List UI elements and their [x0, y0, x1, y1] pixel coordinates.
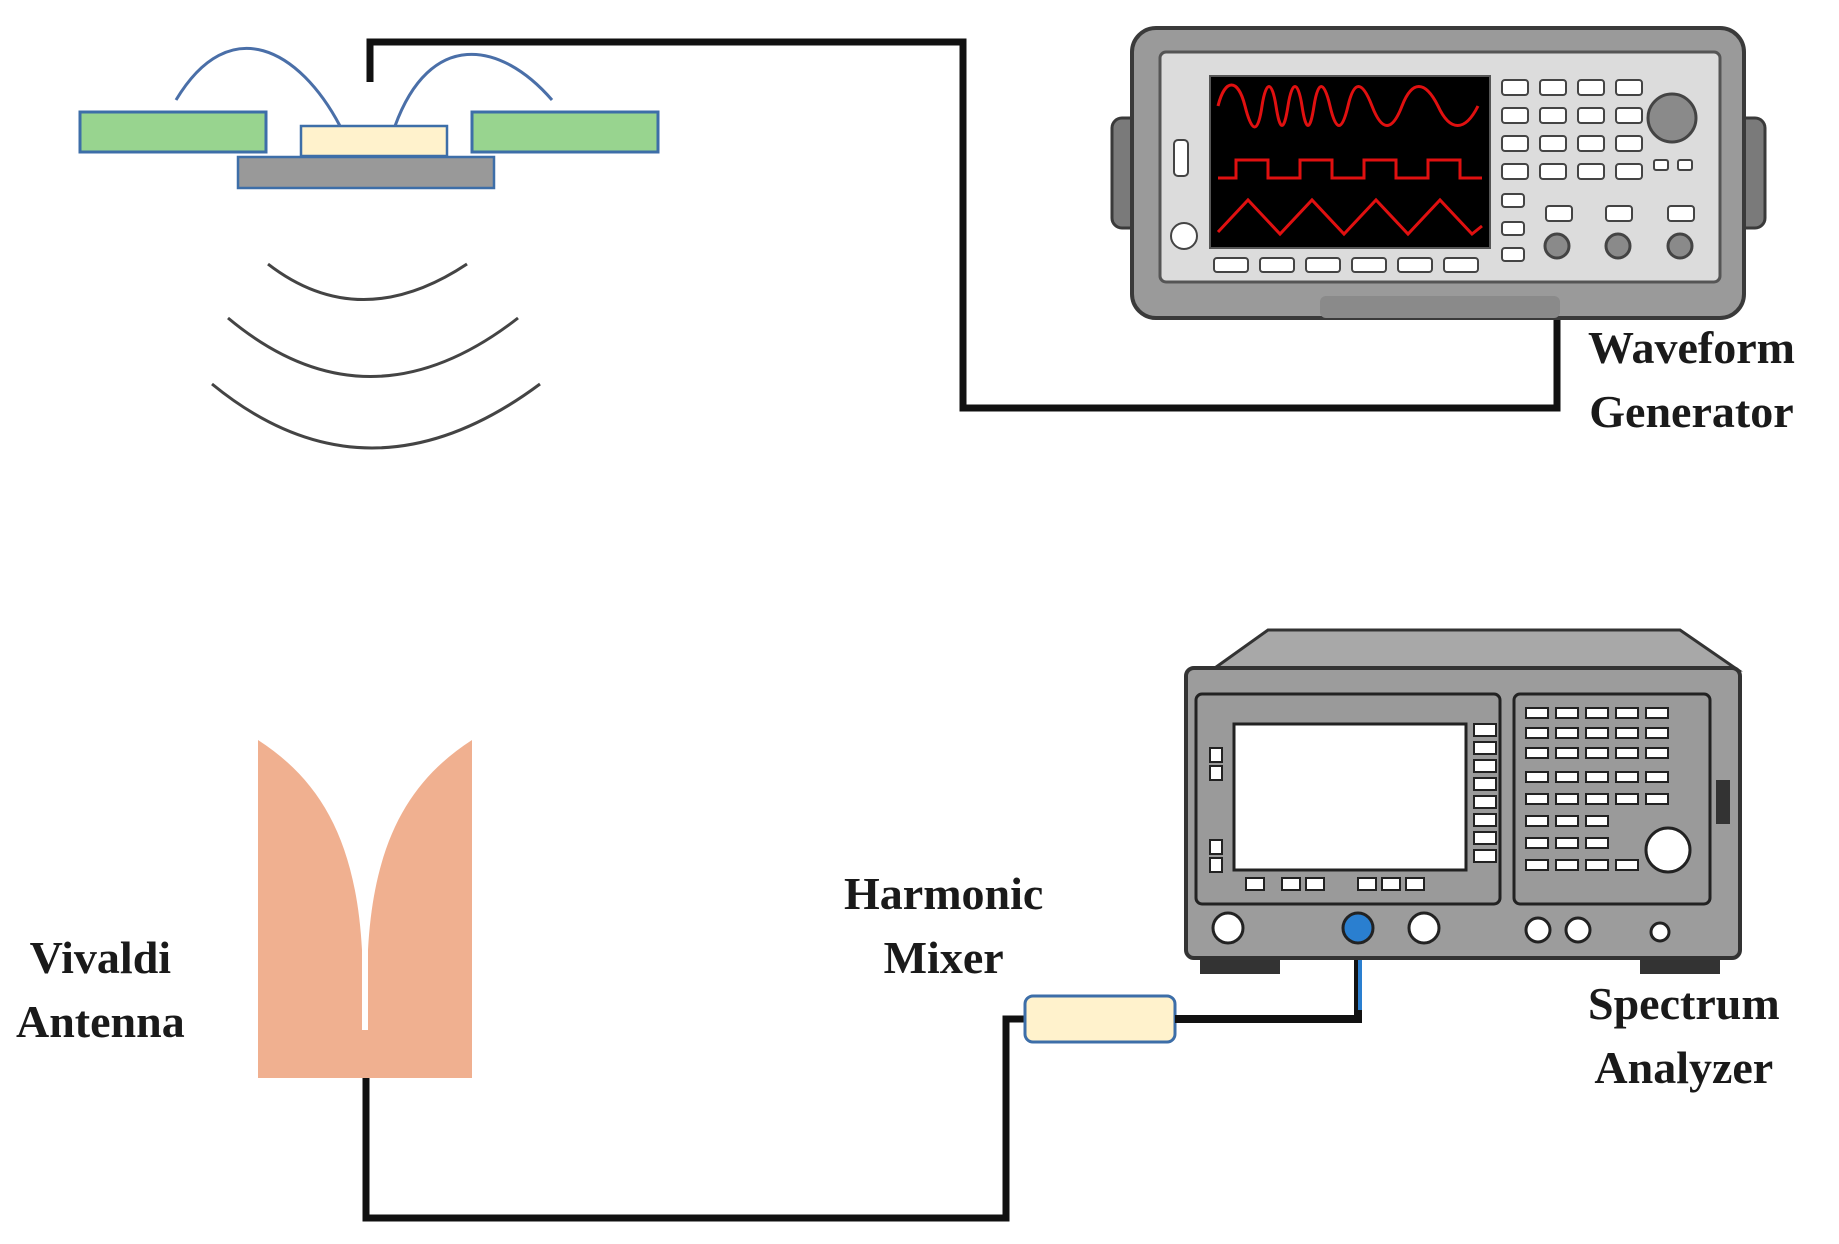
label-vivaldi-antenna: Vivaldi Antenna — [16, 926, 185, 1054]
label-harmonic-mixer-line2: Mixer — [883, 932, 1004, 983]
bond-wire-right — [393, 53, 554, 127]
sa-rf-input-connector — [1341, 911, 1375, 945]
sa-right-softkeys — [1473, 723, 1497, 863]
wg-signal-square — [1218, 158, 1482, 180]
sa-side-handle — [1716, 780, 1730, 824]
radiated-waves — [211, 262, 541, 450]
harmonic-mixer-box — [1023, 994, 1177, 1044]
wave-arc-1 — [267, 262, 468, 301]
sa-front-connector-1 — [1211, 911, 1245, 945]
label-waveform-generator-line1: Waveform — [1588, 322, 1795, 373]
label-waveform-generator-line2: Generator — [1589, 386, 1794, 437]
wg-power-button — [1170, 222, 1198, 250]
sa-front-connector-5 — [1564, 916, 1592, 944]
sa-front-connector-3 — [1407, 911, 1441, 945]
left-substrate — [78, 110, 268, 154]
vivaldi-antenna-shape — [258, 740, 472, 1078]
sa-screen — [1232, 722, 1468, 872]
wg-signal-sine — [1216, 83, 1480, 129]
sa-left-softkeys — [1209, 747, 1223, 873]
sa-foot-right — [1640, 958, 1720, 974]
wg-power-slot — [1173, 139, 1189, 177]
label-vivaldi-antenna-line2: Antenna — [16, 996, 185, 1047]
wg-keypad — [1501, 79, 1695, 262]
wg-output-connector-3 — [1666, 232, 1694, 260]
sa-front-connector-4 — [1524, 916, 1552, 944]
cable-dut-to-waveform-generator — [366, 38, 1561, 412]
wg-foot — [1320, 296, 1560, 318]
label-spectrum-analyzer-line1: Spectrum — [1588, 978, 1780, 1029]
label-vivaldi-antenna-line1: Vivaldi — [29, 932, 172, 983]
wg-output-connector-1 — [1543, 232, 1571, 260]
waveform-generator-instrument — [1110, 26, 1767, 320]
wg-output-connector-2 — [1604, 232, 1632, 260]
wave-arc-2 — [227, 316, 519, 378]
sa-tuning-knob — [1644, 826, 1692, 874]
wg-softkeys — [1213, 257, 1479, 273]
label-waveform-generator: Waveform Generator — [1588, 316, 1795, 444]
base-plate — [236, 155, 496, 190]
sa-bottom-softkeys — [1245, 877, 1425, 891]
bond-wire-left — [174, 46, 342, 127]
wg-signal-triangle — [1216, 197, 1483, 237]
sa-front-connector-6 — [1649, 921, 1671, 943]
right-substrate — [470, 110, 660, 154]
wg-screen — [1209, 75, 1491, 249]
sa-top-cover — [1207, 628, 1743, 672]
label-harmonic-mixer-line1: Harmonic — [844, 868, 1044, 919]
chip — [299, 124, 449, 158]
device-under-test — [78, 46, 660, 190]
wg-main-knob — [1646, 92, 1698, 144]
sa-keypad — [1525, 707, 1669, 871]
spectrum-analyzer-instrument — [1184, 628, 1743, 974]
cable-antenna-to-mixer — [362, 1015, 1028, 1222]
label-spectrum-analyzer-line2: Analyzer — [1594, 1042, 1774, 1093]
label-harmonic-mixer: Harmonic Mixer — [844, 862, 1043, 990]
label-spectrum-analyzer: Spectrum Analyzer — [1588, 972, 1780, 1100]
wave-arc-3 — [211, 382, 541, 450]
sa-foot-left — [1200, 958, 1280, 974]
